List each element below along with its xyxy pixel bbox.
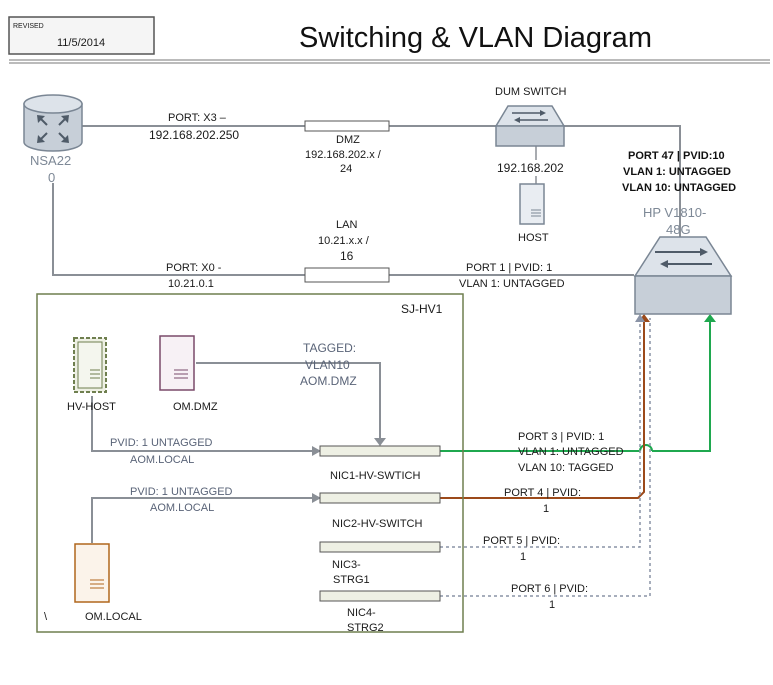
dmz-vm-server-icon: [159, 335, 195, 391]
revised-label: REVISED: [13, 23, 44, 30]
revised-box: [8, 16, 155, 55]
port1-label-2: VLAN 1: UNTAGGED: [459, 278, 565, 290]
host: HOST: [518, 183, 549, 244]
tagged-label-2: VLAN10: [305, 358, 350, 372]
hp-switch: HP V1810- 48G: [633, 205, 733, 315]
port3-label-2: VLAN 1: UNTAGGED: [518, 446, 624, 458]
router-nsa220: NSA22 0: [23, 94, 83, 185]
port3-label-1: PORT 3 | PVID: 1: [518, 431, 604, 443]
dmz-switch: DUM SWITCH 192.168.202: [494, 86, 567, 175]
link-port47: [552, 125, 681, 240]
connections: [52, 125, 716, 597]
port47-label-2: VLAN 1: UNTAGGED: [623, 166, 731, 178]
hv-group-title: SJ-HV1: [401, 302, 443, 316]
nic4-label-1: NIC4-: [347, 607, 376, 619]
tagged-label-3: AOM.DMZ: [300, 374, 357, 388]
router-label: NSA22: [30, 153, 71, 168]
link-router-lan: [52, 183, 305, 276]
dmz-switch-icon: [494, 105, 566, 127]
port47-label-3: VLAN 10: UNTAGGED: [622, 182, 736, 194]
page-title: Switching & VLAN Diagram: [299, 22, 652, 54]
dmz-vm: OM.DMZ: [159, 335, 218, 413]
server-icon: [519, 183, 545, 225]
local-vm-label-prefix: \: [44, 611, 48, 623]
nic2-label: NIC2-HV-SWITCH: [332, 518, 423, 530]
hv-host: HV-HOST: [67, 337, 116, 413]
x0-label-2: 10.21.0.1: [168, 278, 214, 290]
nic3-bar: [319, 541, 441, 553]
link-labels: PORT: X3 – 192.168.202.250 DMZ 192.168.2…: [149, 112, 736, 611]
dmz-vm-label: OM.DMZ: [173, 401, 218, 413]
link-port3-b: [652, 318, 711, 452]
nic4-bar: [319, 590, 441, 602]
dmz-label-1: DMZ: [336, 134, 360, 146]
lan-label-2: 10.21.x.x /: [318, 235, 370, 247]
untagged1-label-2: AOM.LOCAL: [130, 454, 194, 466]
hp-switch-label: HP V1810-: [643, 205, 706, 220]
link-port6: [440, 318, 651, 597]
hp-switch-label-2: 48G: [666, 222, 691, 237]
lan-link-box: [304, 267, 390, 283]
link-port3-hop: [639, 444, 653, 452]
link-hvhost-nic1: [91, 396, 320, 452]
dmz-label-2: 192.168.202.x /: [305, 149, 382, 161]
hv-group: SJ-HV1 HV-HOST OM.DMZ \ OM.LOCAL: [36, 293, 464, 634]
hp-switch-icon: [633, 236, 733, 277]
router-label-2: 0: [48, 170, 55, 185]
untagged2-label-1: PVID: 1 UNTAGGED: [130, 486, 233, 498]
arrow-nic1: [312, 446, 321, 456]
port1-label-1: PORT 1 | PVID: 1: [466, 262, 552, 274]
x3-label-2: 192.168.202.250: [149, 128, 239, 142]
hv-group-border: [36, 293, 464, 633]
dmz-label-3: 24: [340, 163, 352, 175]
nic3-label-1: NIC3-: [332, 559, 361, 571]
arrow-port5: [635, 314, 645, 322]
nic3-label-2: STRG1: [333, 574, 370, 586]
untagged1-label-1: PVID: 1 UNTAGGED: [110, 437, 213, 449]
untagged2-label-2: AOM.LOCAL: [150, 502, 214, 514]
port5-label-1: PORT 5 | PVID:: [483, 535, 560, 547]
local-vm-server-icon: [74, 543, 110, 603]
revised-date: 11/5/2014: [57, 37, 105, 49]
nic4-label-2: STRG2: [347, 622, 384, 634]
x0-label-1: PORT: X0 -: [166, 262, 222, 274]
port5-label-2: 1: [520, 551, 526, 563]
link-port5: [440, 318, 641, 548]
x3-label-1: PORT: X3 –: [168, 112, 227, 124]
lan-label-1: LAN: [336, 219, 357, 231]
tagged-label-1: TAGGED:: [303, 341, 356, 355]
nic2-bar: [319, 492, 441, 504]
link-port4-b: [587, 318, 645, 499]
local-vm: \ OM.LOCAL: [44, 543, 142, 623]
nic1-bar: [319, 445, 441, 457]
link-localvm-nic2: [91, 497, 320, 543]
arrow-tagged: [374, 438, 386, 446]
dmz-link-box: [304, 120, 390, 132]
dmz-switch-ip: 192.168.202: [497, 161, 564, 175]
port6-label-2: 1: [549, 599, 555, 611]
link-dmzvm-nic1: [196, 362, 381, 440]
host-label: HOST: [518, 232, 549, 244]
lan-label-3: 16: [340, 249, 354, 263]
local-vm-label: OM.LOCAL: [85, 611, 142, 623]
arrow-nic2: [312, 493, 321, 503]
nic1-label: NIC1-HV-SWTICH: [330, 470, 421, 482]
port4-label-2: 1: [543, 503, 549, 515]
dmz-switch-title: DUM SWITCH: [495, 86, 567, 98]
port3-label-3: VLAN 10: TAGGED: [518, 462, 614, 474]
hv-host-label: HV-HOST: [67, 401, 116, 413]
header: REVISED 11/5/2014 Switching & VLAN Diagr…: [8, 16, 770, 64]
port6-label-1: PORT 6 | PVID:: [511, 583, 588, 595]
port47-label-1: PORT 47 | PVID:10: [628, 150, 725, 162]
arrow-port3: [704, 314, 716, 322]
port4-label-1: PORT 4 | PVID:: [504, 487, 581, 499]
